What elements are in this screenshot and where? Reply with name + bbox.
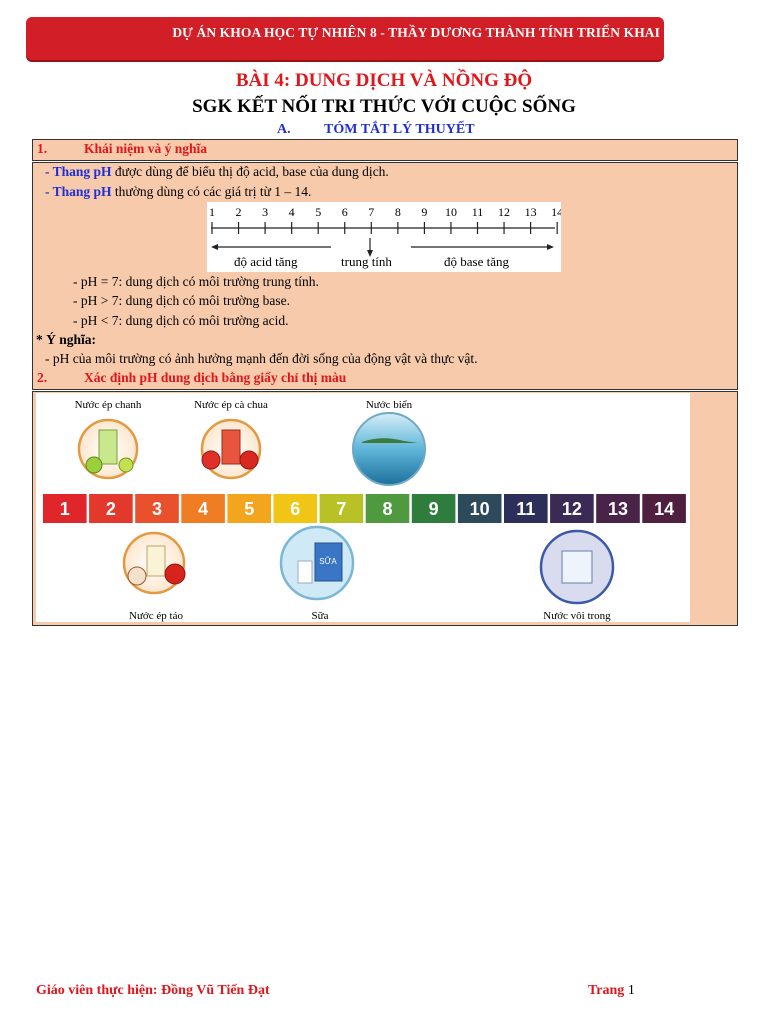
ph-color-number: 2 [106,499,116,519]
ph-color-cell [550,494,594,523]
scale-number: 2 [236,205,242,219]
section-1-box: 1. Khái niệm và ý nghĩa [32,139,738,161]
ph-acid-line: - pH < 7: dung dịch có môi trường acid. [73,313,289,328]
ph-color-cell [319,494,364,523]
lemon-juice-icon [77,418,139,480]
scale-number: 6 [342,205,348,219]
label-apple-juice: Nước ép táo [129,610,183,622]
ph-color-cell [135,494,179,523]
ph-color-cell [43,494,87,523]
ph-color-number: 14 [654,499,674,519]
book-title: SGK KẾT NỐI TRI THỨC VỚI CUỘC SỐNG [192,96,576,117]
ph-neutral-line: - pH = 7: dung dịch có môi trường trung … [73,274,319,289]
scale-number: 12 [498,205,510,219]
teacher-credit: Giáo viên thực hiện: Đồng Vũ Tiến Đạt [36,983,270,998]
label-milk: Sữa [312,610,329,622]
section-1-heading: 1. Khái niệm và ý nghĩa [37,141,207,157]
label-lemon-juice: Nước ép chanh [75,399,142,411]
ph-color-number: 5 [244,499,254,519]
ph-color-number: 12 [562,499,582,519]
acid-arrowhead [211,244,218,250]
ph-term: Thang pH [52,164,112,179]
ph-color-cell [89,494,133,523]
label-sea-water: Nước biển [366,399,413,411]
scale-number: 1 [209,205,215,219]
sea-water-icon [352,412,426,486]
ph-color-cell [596,494,640,523]
ph-color-number: 10 [470,499,490,519]
header-banner: DỰ ÁN KHOA HỌC TỰ NHIÊN 8 - THẦY DƯƠNG T… [26,17,664,60]
neutral-arrowhead [367,250,373,257]
scale-number: 14 [551,205,561,219]
ph-color-cell [457,494,502,523]
tomato-juice-icon [200,418,262,480]
section-2-number: 2. [37,370,48,385]
ph-color-cell [181,494,225,523]
milk-icon: SỮA [279,525,355,601]
ph-range-text: thường dùng có các giá trị từ 1 – 14. [111,184,312,199]
scale-number: 10 [445,205,457,219]
lime-water-icon [539,529,615,605]
ph-color-cell [365,494,410,523]
milk-carton-label: SỮA [319,557,337,566]
ph-color-number: 7 [336,499,346,519]
base-arrowhead [547,244,554,250]
page-number: Trang 1 [588,983,635,999]
page-label: Trang [588,983,625,998]
apple-juice-icon [122,531,186,595]
scale-number: 8 [395,205,401,219]
ph-definition-line: - Thang pH được dùng để biểu thị độ acid… [45,164,389,180]
section-a-label: TÓM TẮT LÝ THUYẾT [324,122,475,137]
banner-text: DỰ ÁN KHOA HỌC TỰ NHIÊN 8 - THẦY DƯƠNG T… [172,25,660,40]
ph-color-number: 6 [290,499,300,519]
ph-color-number: 1 [60,499,70,519]
section-1-label: Khái niệm và ý nghĩa [84,141,208,156]
ph-color-number: 9 [429,499,439,519]
label-lime-water: Nước vôi trong [543,610,611,622]
ph-color-cell [411,494,456,523]
content-box: - Thang pH được dùng để biểu thị độ acid… [32,162,738,390]
ph-color-cell [227,494,271,523]
ph-indicator-image: Nước ép chanh Nước ép cà chua Nước biển … [36,393,690,622]
ph-color-cell [642,494,686,523]
label-tomato-juice: Nước ép cà chua [194,399,268,411]
ph-color-number: 4 [198,499,208,519]
section-a-heading: A. TÓM TẮT LÝ THUYẾT [277,122,475,138]
ph-color-cell [504,494,548,523]
ph-base-line: - pH > 7: dung dịch có môi trường base. [73,293,291,308]
ph-color-number: 13 [608,499,628,519]
meaning-text: - pH của môi trường có ảnh hưởng mạnh đế… [45,351,478,366]
base-label: độ base tăng [444,254,509,269]
neutral-label: trung tính [341,254,392,269]
scale-number: 5 [315,205,321,219]
meaning-label: * Ý nghĩa: [36,332,97,347]
dash: - [45,184,53,199]
ph-definition-text: được dùng để biểu thị độ acid, base của … [111,164,389,179]
scale-number: 7 [368,205,374,219]
scale-number: 4 [289,205,295,219]
section-2-label: Xác định pH dung dịch bằng giấy chỉ thị … [84,370,347,385]
scale-number: 13 [525,205,537,219]
dash: - [45,164,53,179]
ph-color-number: 3 [152,499,162,519]
lesson-title: BÀI 4: DUNG DỊCH VÀ NỒNG ĐỘ [235,70,533,91]
section-2-heading: 2. Xác định pH dung dịch bằng giấy chỉ th… [37,370,346,386]
ph-term: Thang pH [52,184,112,199]
ph-color-number: 8 [382,499,392,519]
scale-number: 3 [262,205,268,219]
scale-number: 9 [421,205,427,219]
acid-label: độ acid tăng [234,254,298,269]
ph-indicator-svg: Nước ép chanh Nước ép cà chua Nước biển … [43,399,686,622]
section-a-number: A. [277,122,291,137]
page-value: 1 [627,983,635,998]
scale-number: 11 [472,205,484,219]
ph-range-line: - Thang pH thường dùng có các giá trị từ… [45,184,311,200]
ph-color-cell [273,494,318,523]
section-1-number: 1. [37,141,48,156]
ph-color-number: 11 [516,499,535,519]
